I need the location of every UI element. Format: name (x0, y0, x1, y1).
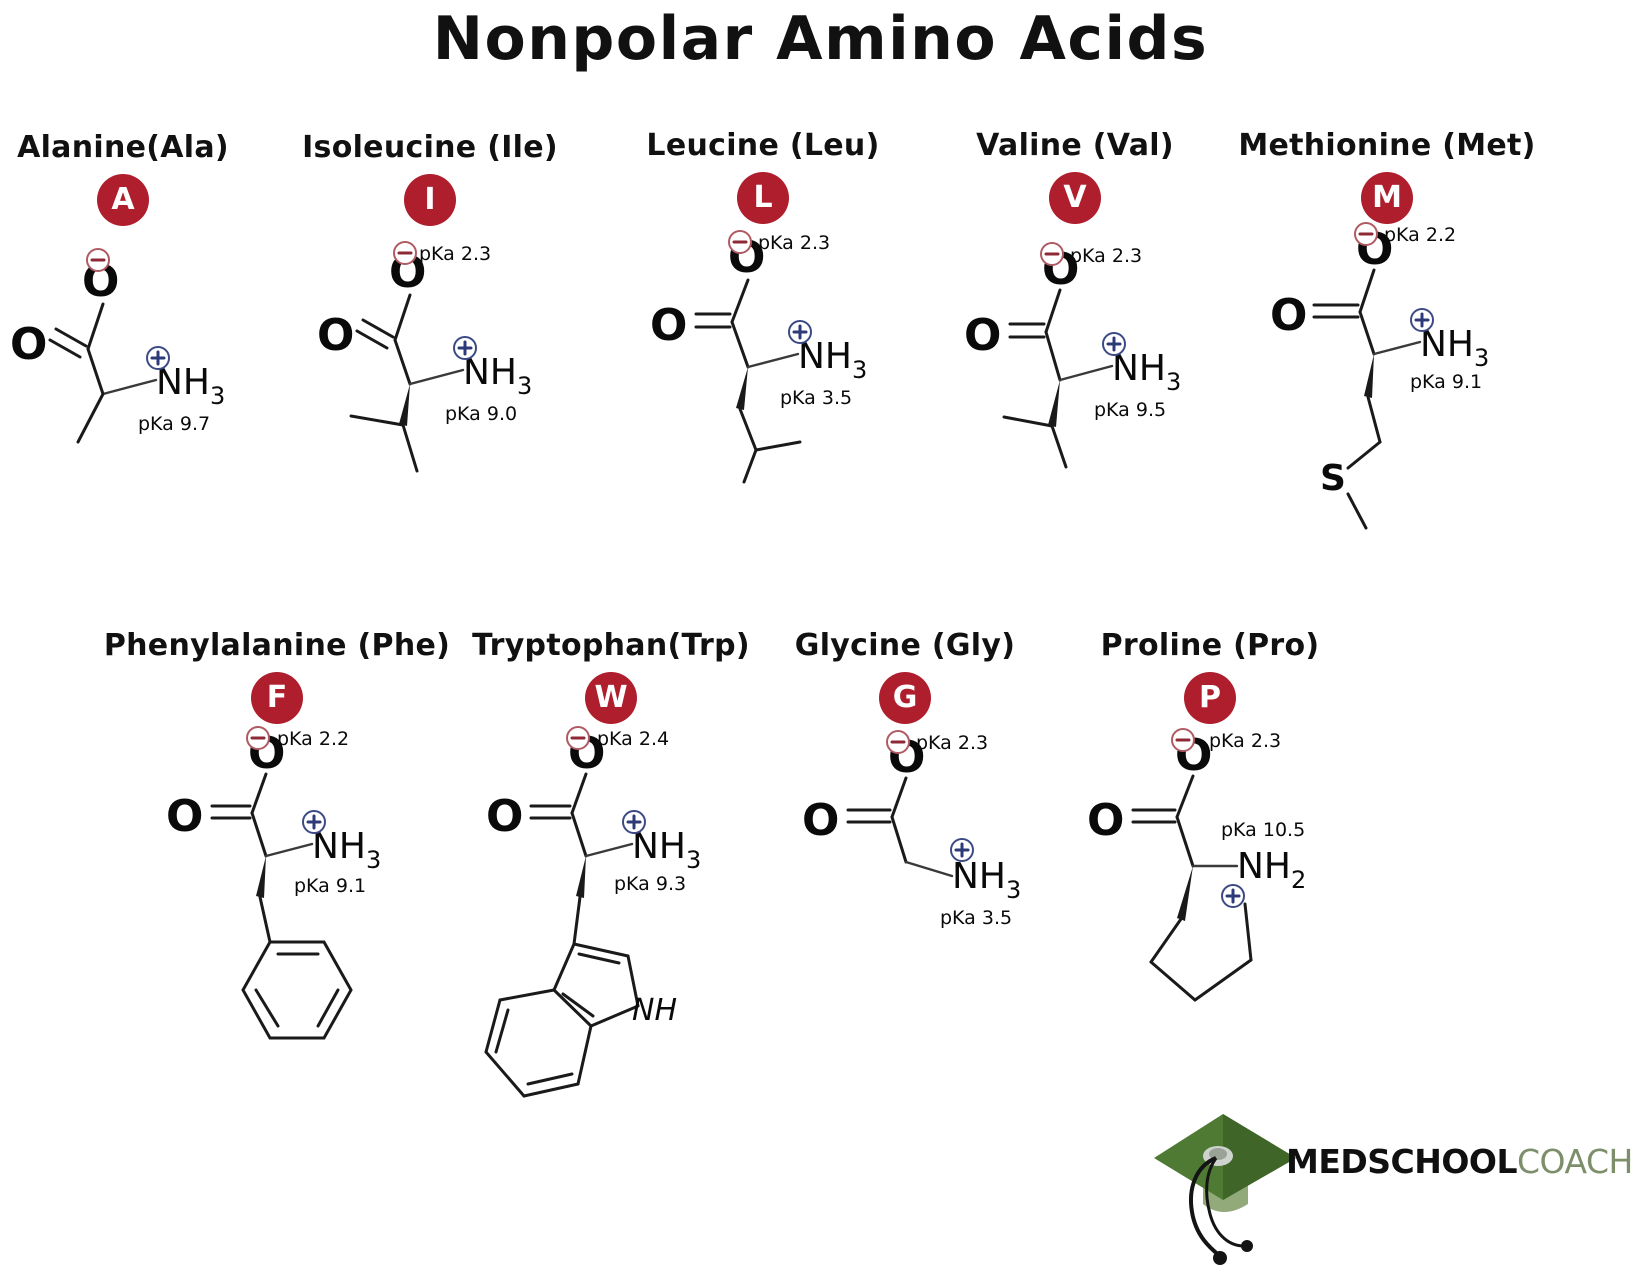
oxygen-label: O (802, 795, 839, 846)
pyrrolidine-ring (1149, 866, 1253, 1002)
amino-acid-name: Glycine (Gly) (794, 628, 1016, 663)
structure-valine: O O pKa 2.3 NH3 pKa 9.5 (960, 232, 1190, 482)
wedge-bond (399, 384, 410, 426)
negative-charge-icon (728, 230, 752, 254)
indole-nh-label: NH (632, 993, 677, 1028)
positive-charge-icon (1410, 308, 1434, 332)
amino-acid-name: Isoleucine (Ile) (302, 130, 558, 165)
structure-glycine: O O pKa 2.3 NH3 pKa 3.5 (790, 730, 1021, 1032)
benzene-ring (241, 940, 353, 1040)
amino-acid-code-badge: L (737, 172, 789, 224)
amine-label: NH3 (952, 856, 1021, 904)
amino-acid-name: Valine (Val) (976, 128, 1174, 163)
positive-charge-icon (1102, 332, 1126, 356)
oxygen-label: O (486, 791, 523, 842)
positive-charge-icon (622, 810, 646, 834)
amino-acid-code-badge: I (404, 174, 456, 226)
amino-acid-code-badge: A (97, 174, 149, 226)
wedge-bond (1048, 380, 1060, 427)
amino-acid-name: Alanine(Ala) (17, 130, 229, 165)
amino-acid-code-badge: P (1184, 672, 1236, 724)
negative-charge-icon (1040, 242, 1064, 266)
amine-label: NH3 (156, 362, 225, 410)
amino-acid-code-badge: F (251, 672, 303, 724)
wedge-bond (1364, 354, 1374, 398)
oxygen-label: O (166, 791, 203, 842)
wedge-bond (256, 856, 266, 898)
structure-isoleucine: O O pKa 2.3 NH3 pKa 9.0 (315, 234, 545, 484)
pka-amine-label: pKa 10.5 (1221, 819, 1305, 841)
positive-charge-icon (146, 346, 170, 370)
amino-acid-code-badge: M (1361, 172, 1413, 224)
structure-phenylalanine: O O pKa 2.2 NH3 pKa 9.1 (152, 726, 402, 1122)
brand-logo: MEDSCHOOLCOACH (1148, 1096, 1633, 1266)
pka-amine-label: pKa 3.5 (780, 387, 852, 409)
amino-acid-name: Proline (Pro) (1100, 628, 1320, 663)
pka-amine-label: pKa 9.1 (294, 875, 366, 897)
amino-acid-code-badge: G (879, 672, 931, 724)
pka-carboxyl-label: pKa 2.3 (916, 732, 988, 754)
amine-label: NH3 (1112, 348, 1181, 396)
negative-charge-icon (246, 726, 270, 750)
pka-carboxyl-label: pKa 2.3 (758, 232, 830, 254)
positive-charge-icon (1221, 884, 1245, 908)
negative-charge-icon (86, 248, 110, 272)
pka-carboxyl-label: pKa 2.4 (597, 728, 669, 750)
brand-wordmark: MEDSCHOOLCOACH (1286, 1142, 1633, 1181)
pka-carboxyl-label: pKa 2.3 (1070, 245, 1142, 267)
amine-label: NH3 (463, 352, 532, 400)
structure-alanine: O O NH3 pKa 9.7 (8, 234, 238, 474)
oxygen-label: O (964, 310, 1001, 361)
amino-acid-name: Leucine (Leu) (646, 128, 880, 163)
structure-tryptophan: O O pKa 2.4 NH3 pKa 9.3 (484, 726, 736, 1152)
amine-label: NH3 (312, 826, 381, 874)
amine-label: NH2 (1237, 846, 1306, 894)
brand-name-secondary: COACH (1517, 1142, 1633, 1181)
amine-label: NH3 (798, 336, 867, 384)
page-title: Nonpolar Amino Acids (432, 4, 1209, 74)
structure-leucine: O O pKa 2.3 NH3 pKa 3.5 (648, 230, 878, 484)
indole-ring: NH (484, 942, 677, 1098)
pka-carboxyl-label: pKa 2.3 (1209, 730, 1281, 752)
amine-label: NH3 (1420, 324, 1489, 372)
negative-charge-icon (393, 241, 417, 265)
pka-carboxyl-label: pKa 2.2 (1384, 224, 1456, 246)
structure-proline: O O pKa 2.3 pKa 10.5 NH2 (1085, 728, 1335, 1062)
positive-charge-icon (788, 320, 812, 344)
amino-acid-name: Phenylalanine (Phe) (103, 628, 451, 663)
amino-acid-code-badge: V (1049, 172, 1101, 224)
negative-charge-icon (1354, 222, 1378, 246)
oxygen-label: O (650, 300, 687, 351)
sulfur-label: S (1320, 458, 1346, 499)
oxygen-label: O (1270, 290, 1307, 341)
pka-amine-label: pKa 9.3 (614, 873, 686, 895)
amino-acid-name: Methionine (Met) (1238, 128, 1536, 163)
oxygen-label: O (1087, 795, 1124, 846)
positive-charge-icon (302, 810, 326, 834)
positive-charge-icon (453, 336, 477, 360)
brand-name-primary: MEDSCHOOL (1286, 1142, 1518, 1181)
pka-carboxyl-label: pKa 2.3 (419, 243, 491, 265)
structure-methionine: O O pKa 2.2 NH3 pKa 9.1 S (1262, 222, 1512, 532)
negative-charge-icon (566, 726, 590, 750)
negative-charge-icon (886, 730, 910, 754)
pka-amine-label: pKa 3.5 (940, 907, 1012, 929)
pka-carboxyl-label: pKa 2.2 (277, 728, 349, 750)
pka-amine-label: pKa 9.1 (1410, 371, 1482, 393)
wedge-bond (576, 856, 586, 898)
oxygen-label: O (10, 319, 47, 370)
amino-acid-code-badge: W (585, 672, 637, 724)
oxygen-label: O (317, 310, 354, 361)
negative-charge-icon (1171, 728, 1195, 752)
amine-label: NH3 (632, 826, 701, 874)
wedge-bond (736, 367, 748, 410)
graduation-cap-stethoscope-icon (1154, 1114, 1296, 1265)
amino-acid-name: Tryptophan(Trp) (472, 628, 750, 663)
pka-amine-label: pKa 9.0 (445, 403, 517, 425)
pka-amine-label: pKa 9.7 (138, 413, 210, 435)
positive-charge-icon (950, 838, 974, 862)
pka-amine-label: pKa 9.5 (1094, 399, 1166, 421)
